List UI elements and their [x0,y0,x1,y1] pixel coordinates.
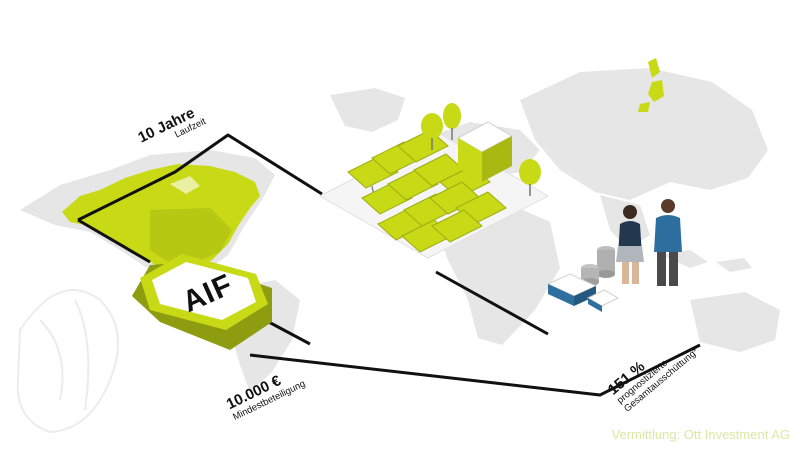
person-icon [616,205,644,284]
tree-icon [421,113,443,150]
money-block-icon [546,273,620,312]
north-america-highlight-icon [62,164,260,272]
watermark-crest-icon [16,289,119,434]
flow-line [77,133,323,222]
flow-line [77,218,151,264]
japan-highlight-icon [638,58,664,112]
flow-line [249,343,701,397]
coin-stack-icon [597,246,615,278]
flow-line [435,270,549,336]
solar-panel-icon [431,209,483,243]
tree-icon [443,103,461,140]
flow-line [264,318,311,346]
office-box-icon [456,121,514,182]
fund-badge-hexagon-icon [132,254,272,350]
footer-credit: Vermittlung: Ott Investment AG [611,427,790,442]
solar-panels [347,129,507,253]
tree-icon [519,159,541,196]
person-icon [654,199,682,286]
